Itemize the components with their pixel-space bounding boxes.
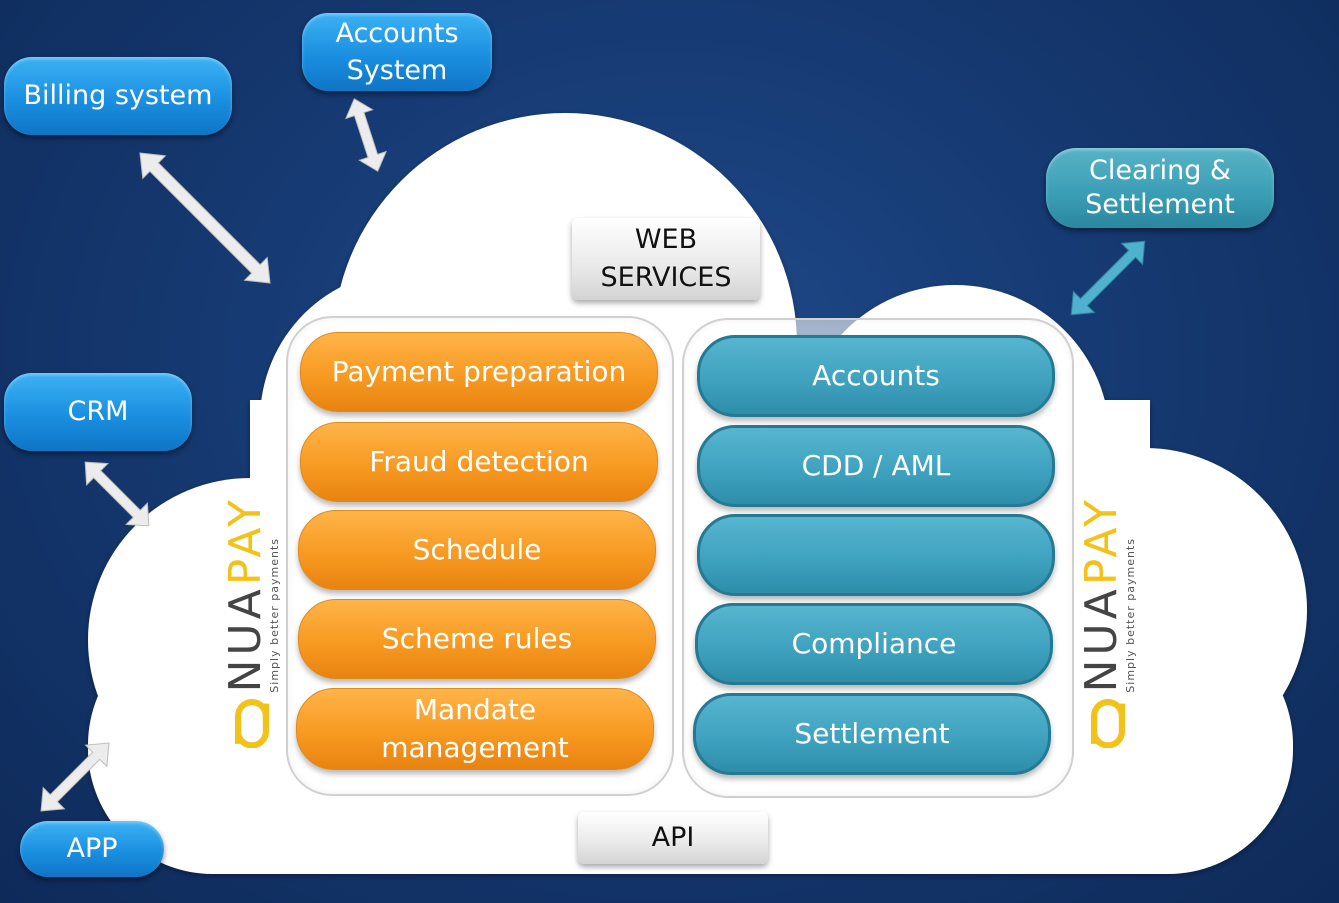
module-fraud-detection: Fraud detection <box>300 422 658 502</box>
module-settlement: Settlement <box>693 693 1051 775</box>
nuapay-logo-left: NUAPAY Simply better payments <box>219 496 282 748</box>
app-node: APP <box>20 821 164 877</box>
api-label: API <box>651 822 695 854</box>
clearing-settlement-node: Clearing & Settlement <box>1046 148 1274 228</box>
module-label: Scheme rules <box>381 621 573 655</box>
module-label-line1: Mandate <box>413 693 537 727</box>
logo-tagline: Simply better payments <box>1123 537 1137 693</box>
module-label: Compliance <box>791 626 957 660</box>
module-scheme-rules: Scheme rules <box>298 599 656 679</box>
module-label: Payment preparation <box>331 354 627 388</box>
module-schedule: Schedule <box>298 510 656 590</box>
module-label: Accounts <box>812 358 940 392</box>
nuapay-mark-icon <box>234 698 270 748</box>
module-cdd-aml: CDD / AML <box>697 425 1055 507</box>
module-compliance: Compliance <box>695 603 1053 685</box>
clearing-arrow <box>1070 240 1146 316</box>
nuapay-logo-right: NUAPAY Simply better payments <box>1075 496 1138 748</box>
logo-brand: NUAPAY <box>219 496 271 693</box>
web-services-box: WEB SERVICES <box>572 218 760 300</box>
module-label: CDD / AML <box>801 448 951 482</box>
billing-system-label: Billing system <box>23 80 213 112</box>
nuapay-mark-icon <box>1090 698 1126 748</box>
module-label-line2: management <box>381 731 569 764</box>
module-label: Settlement <box>794 716 950 750</box>
web-services-line2: SERVICES <box>600 262 732 293</box>
web-services-line1: WEB <box>634 224 698 256</box>
crm-label: CRM <box>67 396 129 428</box>
billing-system-node: Billing system <box>4 57 232 135</box>
logo-tagline: Simply better payments <box>267 537 281 693</box>
crm-arrow <box>84 461 150 527</box>
module-mandate-management: Mandate management <box>296 688 654 770</box>
module-payment-preparation: Payment preparation <box>300 332 658 412</box>
billing-arrow <box>139 152 271 284</box>
logo-brand: NUAPAY <box>1075 496 1127 693</box>
module-label: Schedule <box>412 532 542 566</box>
module-accounts: Accounts <box>697 335 1055 417</box>
module-blank <box>697 514 1055 596</box>
accounts-system-node: Accounts System <box>302 13 492 91</box>
clearing-label-line2: Settlement <box>1085 189 1235 220</box>
connector-arrows <box>40 98 388 812</box>
crm-node: CRM <box>4 373 192 451</box>
clearing-label-line1: Clearing & <box>1088 155 1231 187</box>
module-label: Fraud detection <box>369 444 589 478</box>
accounts-system-label-line2: System <box>346 55 448 86</box>
accounts-system-label-line1: Accounts <box>335 17 459 49</box>
app-arrow <box>40 742 110 812</box>
app-label: APP <box>66 833 118 865</box>
api-box: API <box>578 812 768 864</box>
accounts-system-arrow <box>344 98 388 172</box>
